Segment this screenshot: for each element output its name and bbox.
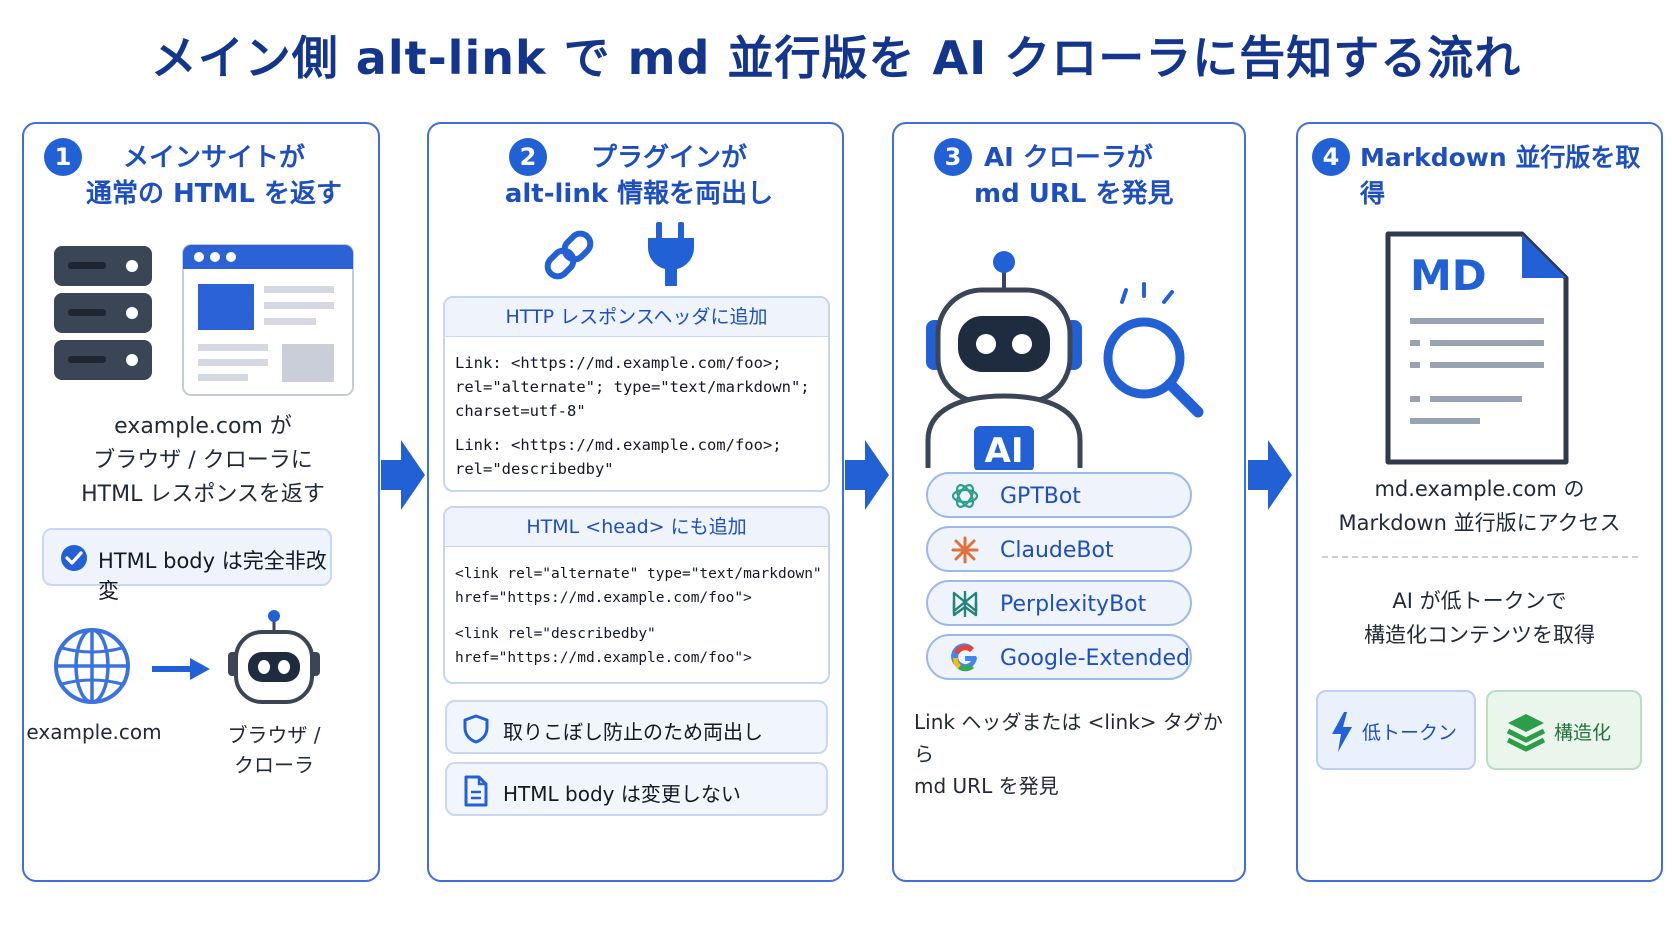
flow-arrow-1 <box>381 440 425 510</box>
step-2-title: プラグインが alt-link 情報を両出し <box>459 140 819 212</box>
step-4-result-line2: 構造化コンテンツを取得 <box>1364 623 1595 647</box>
step-2-title-line1: プラグインが <box>590 143 747 173</box>
google-icon <box>951 643 977 672</box>
step-2-title-line2: alt-link 情報を両出し <box>504 179 774 209</box>
http-header-title: HTTP レスポンスヘッダに追加 <box>445 298 828 337</box>
md-doc-label: MD <box>1410 251 1487 300</box>
step-1-desc-line2: ブラウザ / クローラに <box>93 448 313 473</box>
flow-arrow-2 <box>845 440 889 510</box>
step-3-number: 3 <box>934 138 972 176</box>
flow-target-line2: クローラ <box>234 753 314 777</box>
step-3-title-line2: md URL を発見 <box>974 179 1174 209</box>
step-4-title: Markdown 並行版を取得 <box>1360 143 1641 208</box>
http-line-3: charset=utf-8" <box>455 402 586 420</box>
arrow-right-icon <box>152 658 210 680</box>
html-head-title: HTML <head> にも追加 <box>445 508 828 547</box>
bot-gptbot: GPTBot <box>926 472 1192 518</box>
step-1-panel: 1 メインサイトが 通常の HTML を返す example.com が ブラウ… <box>22 122 380 882</box>
step-3-title-line1: AI クローラが <box>984 143 1153 173</box>
divider <box>1322 556 1638 558</box>
step-1-title-line2: 通常の HTML を返す <box>85 179 343 209</box>
lightning-icon <box>1332 712 1352 752</box>
step-4-desc-line2: Markdown 並行版にアクセス <box>1338 511 1621 535</box>
bot-google-extended: Google-Extended <box>926 634 1192 680</box>
step-4-panel: 4 Markdown 並行版を取得 MD md.example.com の Ma… <box>1296 122 1663 882</box>
structured-label: 構造化 <box>1554 722 1612 744</box>
server-icon <box>54 246 152 380</box>
step-1-description: example.com が ブラウザ / クローラに HTML レスポンスを返す <box>24 410 382 512</box>
step-4-description: md.example.com の Markdown 並行版にアクセス <box>1298 472 1661 540</box>
check-circle-icon <box>61 545 87 571</box>
step-3-title: AI クローラが md URL を発見 <box>934 140 1234 212</box>
html-head-box: HTML <head> にも追加 <link rel="alternate" t… <box>443 506 830 684</box>
browser-window-icon <box>182 244 354 396</box>
step-4-result: AI が低トークンで 構造化コンテンツを取得 <box>1298 584 1661 652</box>
step-3-panel: 3 AI クローラが md URL を発見 AI GPTBot <box>892 122 1246 882</box>
step-2-number: 2 <box>509 138 547 176</box>
robot-icon <box>228 610 320 704</box>
html-line-4: href="https://md.example.com/foo"> <box>455 650 752 666</box>
flow-target-line1: ブラウザ / <box>227 723 321 747</box>
html-body-unchanged-label: HTML body は完全非改変 <box>98 549 327 603</box>
step-1-number: 1 <box>44 138 82 176</box>
body-unchanged-note: HTML body は変更しない <box>445 762 828 816</box>
flow-source-label: example.com <box>26 720 162 744</box>
globe-icon <box>54 628 130 704</box>
step-3-desc-line1: Link ヘッダまたは <link> タグから <box>914 710 1223 766</box>
magnifier-icon <box>1103 282 1204 418</box>
document-icon <box>464 775 488 807</box>
low-token-label: 低トークン <box>1362 722 1458 744</box>
step-4-desc-line1: md.example.com の <box>1374 477 1585 501</box>
ai-robot-icon: AI <box>925 251 1083 470</box>
bot-name: GPTBot <box>1000 484 1081 509</box>
step-1-desc-line3: HTML レスポンスを返す <box>81 482 325 507</box>
perplexity-icon <box>952 591 978 617</box>
bot-name: ClaudeBot <box>1000 538 1114 563</box>
layers-icon <box>1506 714 1546 752</box>
step-1-desc-line1: example.com が <box>114 414 292 439</box>
http-line-5: rel="describedby" <box>455 460 614 478</box>
bot-perplexitybot: PerplexityBot <box>926 580 1192 626</box>
html-body-unchanged-badge: HTML body は完全非改変 <box>42 528 332 603</box>
http-line-2: rel="alternate"; type="text/markdown"; <box>455 378 810 396</box>
bot-name: Google-Extended <box>1000 646 1191 671</box>
shield-icon <box>463 714 489 744</box>
step-3-desc-line2: md URL を発見 <box>914 774 1059 798</box>
step-3-description: Link ヘッダまたは <link> タグから md URL を発見 <box>914 706 1234 802</box>
http-line-4: Link: <https://md.example.com/foo>; <box>455 436 782 454</box>
dual-output-label: 取りこぼし防止のため両出し <box>503 720 763 744</box>
http-line-1: Link: <https://md.example.com/foo>; <box>455 354 782 372</box>
link-icon <box>544 230 594 280</box>
low-token-badge: 低トークン <box>1316 690 1476 770</box>
http-header-box: HTTP レスポンスヘッダに追加 Link: <https://md.examp… <box>443 296 830 492</box>
flow-arrow-3 <box>1248 440 1292 510</box>
step-4-number: 4 <box>1312 138 1350 176</box>
step-1-title: メインサイトが 通常の HTML を返す <box>64 140 364 212</box>
ai-badge-text: AI <box>985 431 1024 470</box>
html-line-3: <link rel="describedby" <box>455 626 656 642</box>
page-title: メイン側 alt-link で md 並行版を AI クローラに告知する流れ <box>150 31 1522 85</box>
bot-name: PerplexityBot <box>1000 592 1147 617</box>
markdown-file-icon: MD <box>1385 231 1569 465</box>
plug-icon <box>648 222 694 286</box>
body-unchanged-label: HTML body は変更しない <box>503 782 741 806</box>
flow-target-label: ブラウザ / クローラ <box>218 720 330 780</box>
claude-icon <box>951 536 979 564</box>
html-line-2: href="https://md.example.com/foo"> <box>455 590 752 606</box>
step-1-title-line1: メインサイトが <box>122 143 305 173</box>
step-2-panel: 2 プラグインが alt-link 情報を両出し HTTP レスポンスヘッダに追… <box>427 122 844 882</box>
structured-badge: 構造化 <box>1486 690 1642 770</box>
step-4-result-line1: AI が低トークンで <box>1392 589 1567 613</box>
bot-claudebot: ClaudeBot <box>926 526 1192 572</box>
html-line-1: <link rel="alternate" type="text/markdow… <box>455 566 822 582</box>
openai-icon <box>951 484 979 508</box>
dual-output-note: 取りこぼし防止のため両出し <box>445 700 828 754</box>
